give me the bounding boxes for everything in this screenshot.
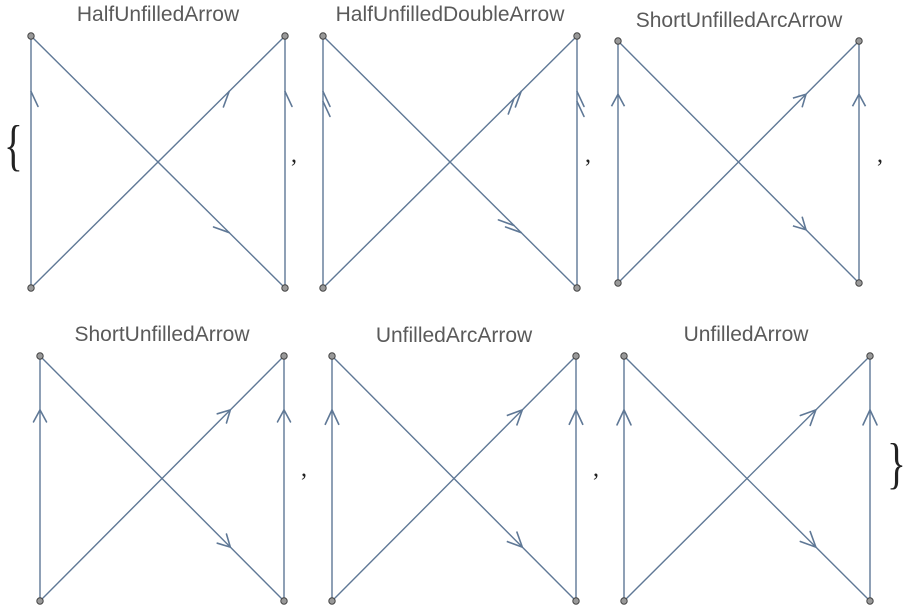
edge [322,35,578,289]
graph-title: HalfUnfilledArrow [76,3,240,26]
vertex [319,32,327,40]
vertex [572,352,580,360]
arrowhead [568,409,584,426]
edge [617,40,860,284]
graph-panel [27,32,293,292]
vertex [27,32,35,40]
arrowhead [324,409,340,426]
graph-panel [616,352,878,605]
vertex [620,597,628,605]
vertex [614,279,622,287]
close-brace: } [887,436,903,492]
graph-panel [610,37,867,287]
vertex [328,352,336,360]
arrowhead [610,93,626,107]
arrowhead [222,90,230,108]
arrowhead [506,531,524,548]
separator-comma: , [877,142,883,168]
graph-panel [32,352,292,605]
arrowhead [576,100,585,118]
vertex [319,284,327,292]
arrowhead [497,219,515,227]
vertex [328,597,336,605]
arrowhead [862,409,878,426]
vertex [866,352,874,360]
vertex [866,597,874,605]
arrowhead [799,409,817,427]
graph-panel [319,32,585,292]
graph-title: UnfilledArrow [683,323,809,346]
arrowhead [216,409,232,424]
edge [623,355,871,602]
arrowhead [799,530,817,548]
arrowhead [284,90,293,108]
vertex [281,284,289,292]
graph-title: UnfilledArcArrow [375,324,533,347]
vertex [573,32,581,40]
vertex [27,284,35,292]
arrowhead [851,93,867,107]
graph-panel [324,352,584,605]
arrowhead [30,90,39,108]
arrowhead [616,409,632,426]
graph-title: ShortUnfilledArrow [74,323,250,346]
vertex [614,37,622,45]
arrowhead [276,409,292,423]
vertex [572,597,580,605]
vertex [36,352,44,360]
arrowhead [506,409,524,426]
edge [39,355,285,602]
separator-comma: , [301,456,307,482]
arrowhead [216,533,232,548]
graph-title: HalfUnfilledDoubleArrow [335,3,565,26]
edge [30,35,286,289]
arrowhead [32,409,48,423]
arrowhead [322,100,331,118]
graph-title: ShortUnfilledArcArrow [635,9,843,32]
separator-comma: , [291,142,297,168]
arrowhead [792,216,807,231]
arrowhead [507,97,515,115]
vertex [280,352,288,360]
vertex [280,597,288,605]
open-brace: { [4,115,23,177]
arrowhead [792,93,807,108]
arrowhead [212,226,230,234]
edge [331,355,577,602]
vertex [36,597,44,605]
vertex [855,279,863,287]
vertex [281,32,289,40]
arrowhead [504,226,522,234]
vertex [855,37,863,45]
vertex [620,352,628,360]
separator-comma: , [593,456,599,482]
vertex [573,284,581,292]
separator-comma: , [585,142,591,168]
arrowhead [322,90,331,108]
arrowhead [576,90,585,108]
arrowhead [514,90,522,108]
